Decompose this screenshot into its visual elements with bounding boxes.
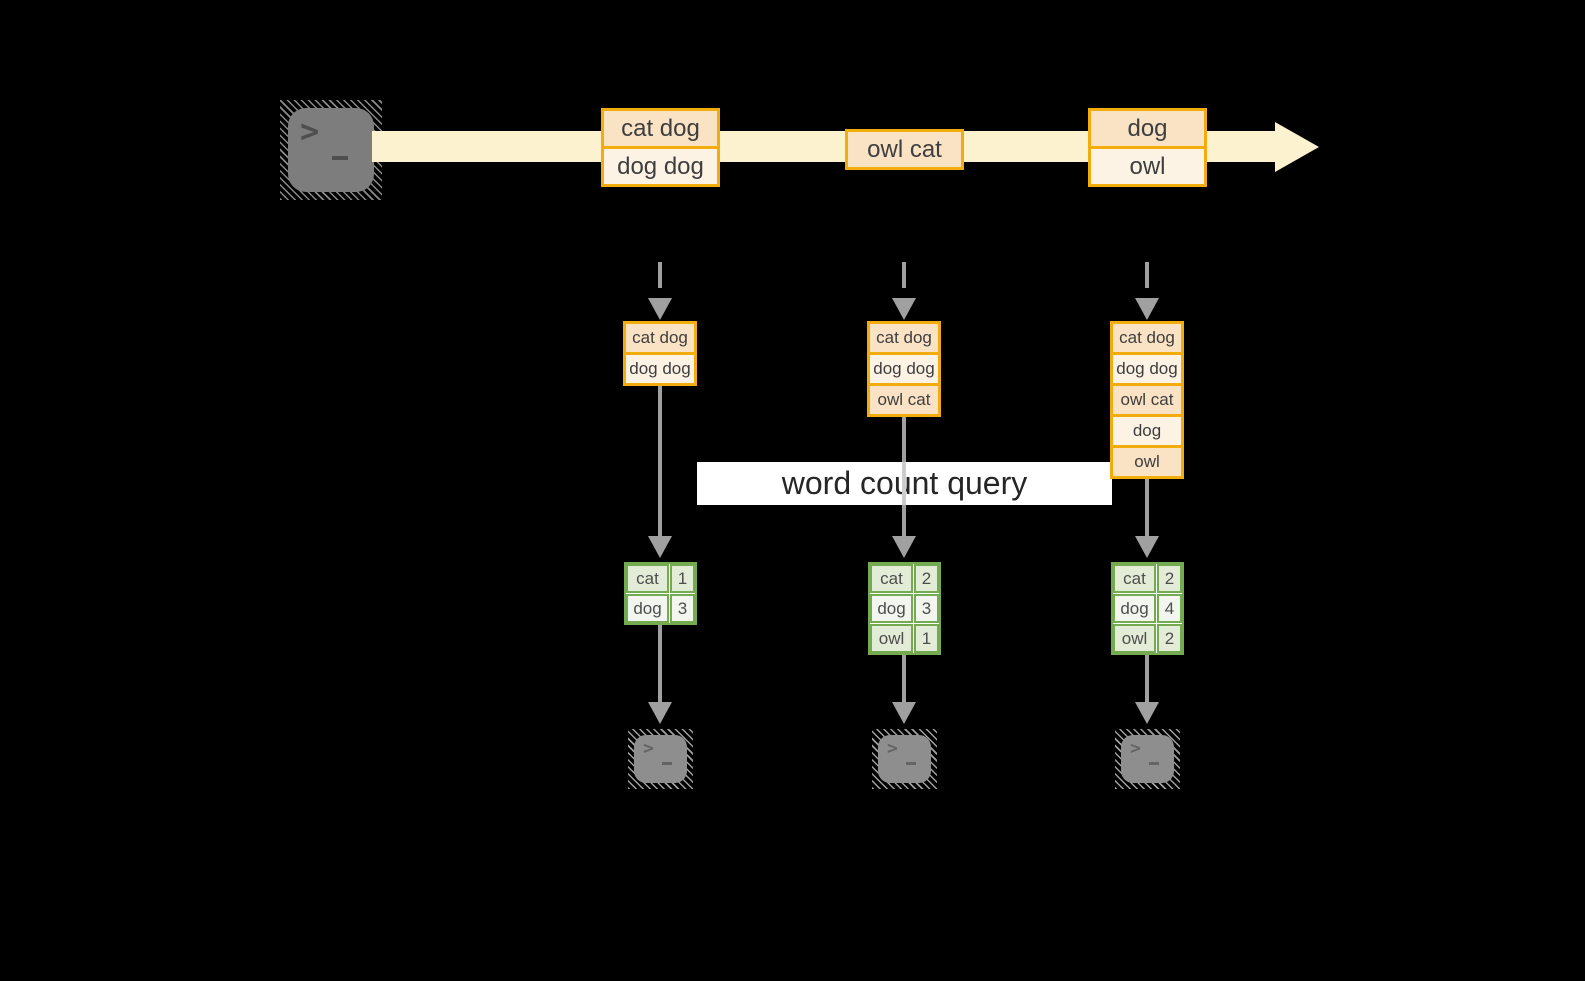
- stream-arrowhead-icon: [1275, 122, 1319, 172]
- terminal-cursor-icon: [332, 156, 348, 160]
- count-cell: 3: [670, 594, 695, 623]
- count-cell: 1: [914, 624, 939, 653]
- query-arrowhead-icon: [892, 536, 916, 558]
- stream-record: owl cat: [845, 129, 964, 170]
- query-arrow-line: [1145, 479, 1149, 536]
- query-arrow-line: [658, 386, 662, 536]
- state-row: dog dog: [626, 352, 694, 383]
- source-terminal-icon: >: [280, 100, 382, 200]
- ingest-arrow-dash: [1145, 262, 1149, 288]
- ingest-arrowhead-icon: [648, 298, 672, 320]
- count-cell: 4: [1157, 594, 1182, 623]
- stream-record-line: dog dog: [604, 146, 717, 184]
- state-row: dog dog: [1113, 352, 1181, 383]
- stream-record-line: dog: [1091, 111, 1204, 146]
- result-arrow-line: [658, 625, 662, 702]
- terminal-cursor-icon: [906, 762, 916, 765]
- count-cell: 2: [914, 564, 939, 593]
- result-arrowhead-icon: [892, 702, 916, 724]
- count-cell: 2: [1157, 564, 1182, 593]
- sink-terminal-icon: >: [1115, 729, 1180, 789]
- query-arrowhead-icon: [648, 536, 672, 558]
- word-cell: owl: [870, 624, 913, 653]
- count-cell: 1: [670, 564, 695, 593]
- ingest-arrow-dash: [658, 262, 662, 288]
- word-cell: cat: [626, 564, 669, 593]
- state-row: dog dog: [870, 352, 938, 383]
- result-arrow-line: [1145, 655, 1149, 702]
- word-cell: dog: [870, 594, 913, 623]
- stream-record-line: owl cat: [848, 132, 961, 167]
- terminal-prompt-icon: >: [1130, 738, 1141, 759]
- terminal-screen: >: [634, 735, 687, 783]
- stream-record-line: cat dog: [604, 111, 717, 146]
- state-row: owl: [1113, 445, 1181, 476]
- sink-terminal-icon: >: [628, 729, 693, 789]
- query-label: word count query: [697, 462, 1112, 505]
- state-row: cat dog: [626, 324, 694, 352]
- state-row: owl cat: [1113, 383, 1181, 414]
- result-arrowhead-icon: [1135, 702, 1159, 724]
- state-row: cat dog: [1113, 324, 1181, 352]
- state-row: dog: [1113, 414, 1181, 445]
- query-arrowhead-icon: [1135, 536, 1159, 558]
- terminal-prompt-icon: >: [300, 112, 320, 150]
- state-row: owl cat: [870, 383, 938, 414]
- query-arrow-overlay: [902, 462, 906, 505]
- ingest-arrowhead-icon: [1135, 298, 1159, 320]
- word-cell: cat: [1113, 564, 1156, 593]
- terminal-screen: >: [878, 735, 931, 783]
- word-cell: owl: [1113, 624, 1156, 653]
- ingest-arrow-dash: [902, 262, 906, 288]
- terminal-cursor-icon: [1149, 762, 1159, 765]
- count-cell: 3: [914, 594, 939, 623]
- word-cell: cat: [870, 564, 913, 593]
- result-arrowhead-icon: [648, 702, 672, 724]
- stream-record-line: owl: [1091, 146, 1204, 184]
- result-arrow-line: [902, 655, 906, 702]
- ingest-arrowhead-icon: [892, 298, 916, 320]
- state-row: cat dog: [870, 324, 938, 352]
- sink-terminal-icon: >: [872, 729, 937, 789]
- terminal-screen: >: [288, 108, 374, 192]
- count-cell: 2: [1157, 624, 1182, 653]
- word-cell: dog: [1113, 594, 1156, 623]
- word-cell: dog: [626, 594, 669, 623]
- terminal-prompt-icon: >: [887, 738, 898, 759]
- terminal-prompt-icon: >: [643, 738, 654, 759]
- terminal-screen: >: [1121, 735, 1174, 783]
- terminal-cursor-icon: [662, 762, 672, 765]
